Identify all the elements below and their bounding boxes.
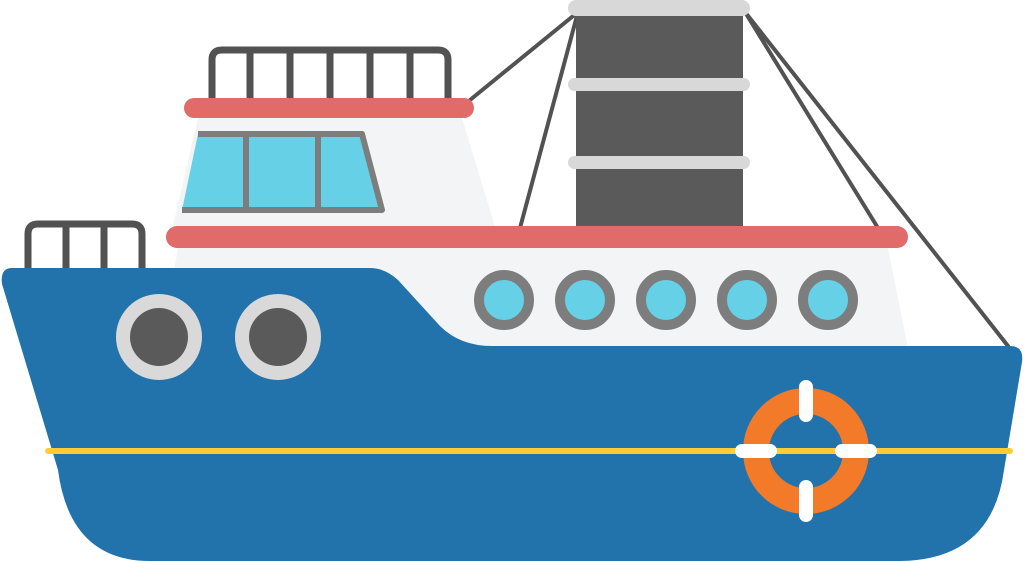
chimney-top-cap [568,0,750,16]
cabin-porthole-4 [717,270,777,330]
chimney-band-lower [568,156,750,169]
rope-right-inner [743,10,880,230]
bridge-cabin [172,46,496,230]
chimney-band-upper [568,78,750,91]
deck-rail [166,226,908,248]
cabin-portholes [474,270,858,330]
bow-railing-frame [24,220,146,272]
hull-porthole-2-glass [249,308,307,366]
hull-porthole-1-glass [130,308,188,366]
cabin-porthole-2 [555,270,615,330]
rope-right-outer [743,10,1010,348]
lifebuoy-straps [735,380,877,522]
bridge-railing [208,46,452,106]
hull-porthole-2 [235,294,321,380]
cabin-porthole-5 [798,270,858,330]
bridge-window [182,131,385,213]
rope-left-low [518,10,580,230]
chimney [568,0,750,230]
rigging-ropes [468,10,1010,348]
bridge-roof-rail [184,98,474,118]
cabin-porthole-3 [636,270,696,330]
hull-porthole-1 [116,294,202,380]
bridge-window-glass [182,134,382,210]
rope-left-top [468,10,580,102]
chimney-body [576,8,743,230]
bow-railing [24,220,146,272]
lifebuoy [735,380,877,522]
cabin-porthole-1 [474,270,534,330]
bridge-window-frame [182,131,385,213]
